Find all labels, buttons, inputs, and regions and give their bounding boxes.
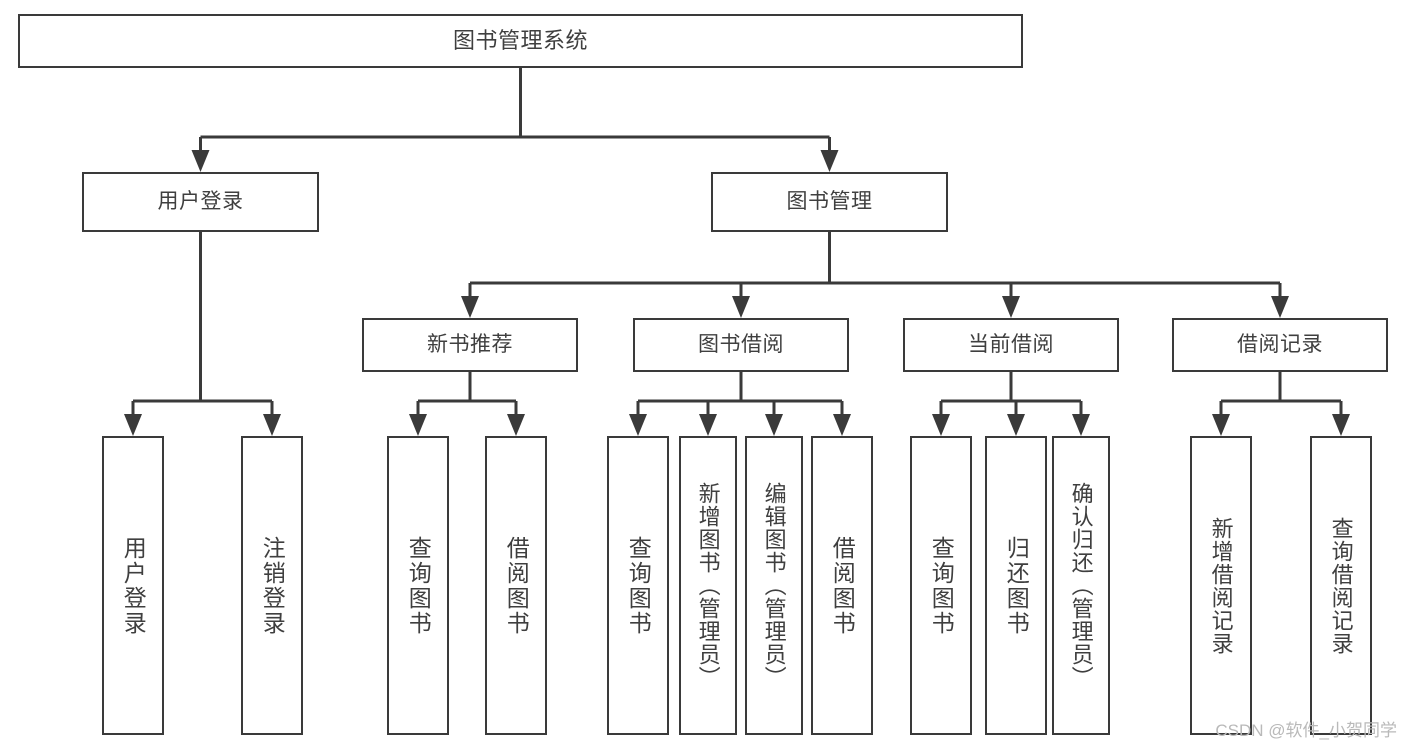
node-label: 新书推荐 bbox=[427, 332, 513, 356]
node-current-borrow[interactable]: 当前借阅 bbox=[903, 318, 1119, 372]
node-label: 用户登录 bbox=[157, 189, 244, 213]
node-borrow-record[interactable]: 借阅记录 bbox=[1172, 318, 1388, 372]
node-label: 新增借阅记录 bbox=[1208, 516, 1234, 655]
node-label: 查询图书 bbox=[405, 535, 432, 636]
node-leaf-confirm-return-admin[interactable]: 确认归还（管理员） bbox=[1052, 436, 1110, 735]
node-leaf-query-book-new[interactable]: 查询图书 bbox=[387, 436, 449, 735]
node-user-login[interactable]: 用户登录 bbox=[82, 172, 319, 232]
node-leaf-user-login[interactable]: 用户登录 bbox=[102, 436, 164, 735]
node-label: 归还图书 bbox=[1003, 535, 1030, 636]
node-leaf-edit-book-admin[interactable]: 编辑图书（管理员） bbox=[745, 436, 803, 735]
node-leaf-query-book-current[interactable]: 查询图书 bbox=[910, 436, 972, 735]
node-leaf-add-book-admin[interactable]: 新增图书（管理员） bbox=[679, 436, 737, 735]
node-label: 借阅图书 bbox=[829, 535, 856, 636]
node-label: 确认归还（管理员） bbox=[1068, 482, 1094, 689]
node-book-borrow[interactable]: 图书借阅 bbox=[633, 318, 849, 372]
node-new-book-recommend[interactable]: 新书推荐 bbox=[362, 318, 578, 372]
node-leaf-query-borrow-record[interactable]: 查询借阅记录 bbox=[1310, 436, 1372, 735]
node-label: 新增图书（管理员） bbox=[695, 482, 721, 689]
node-leaf-query-book-borrow[interactable]: 查询图书 bbox=[607, 436, 669, 735]
node-label: 编辑图书（管理员） bbox=[761, 482, 787, 689]
node-label: 图书借阅 bbox=[698, 332, 784, 356]
node-label: 注销登录 bbox=[259, 535, 286, 636]
node-book-manage[interactable]: 图书管理 bbox=[711, 172, 948, 232]
node-leaf-borrow-book-borrow[interactable]: 借阅图书 bbox=[811, 436, 873, 735]
csdn-watermark: CSDN @软件_小贺同学 bbox=[1215, 721, 1397, 740]
node-label: 图书管理系统 bbox=[452, 28, 588, 54]
node-label: 当前借阅 bbox=[968, 332, 1054, 356]
node-root-system[interactable]: 图书管理系统 bbox=[18, 14, 1023, 68]
node-label: 借阅记录 bbox=[1237, 332, 1323, 356]
node-label: 图书管理 bbox=[786, 189, 873, 213]
node-leaf-return-book[interactable]: 归还图书 bbox=[985, 436, 1047, 735]
node-label: 借阅图书 bbox=[503, 535, 530, 636]
node-leaf-logout[interactable]: 注销登录 bbox=[241, 436, 303, 735]
node-leaf-borrow-book-new[interactable]: 借阅图书 bbox=[485, 436, 547, 735]
node-label: 查询图书 bbox=[625, 535, 652, 636]
node-label: 查询借阅记录 bbox=[1328, 516, 1354, 655]
node-label: 用户登录 bbox=[120, 535, 147, 636]
node-label: 查询图书 bbox=[928, 535, 955, 636]
node-leaf-add-borrow-record[interactable]: 新增借阅记录 bbox=[1190, 436, 1252, 735]
